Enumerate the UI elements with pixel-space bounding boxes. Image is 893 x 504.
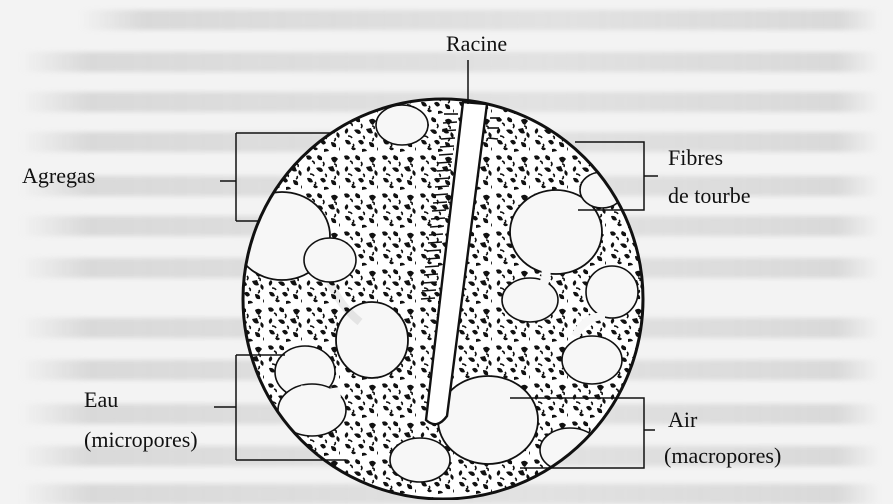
label-peat-fibers-line2: de tourbe xyxy=(668,182,750,210)
macropore-air xyxy=(390,438,450,482)
macropore-air xyxy=(376,105,428,145)
label-peat-fibers-line1: Fibres xyxy=(668,144,723,172)
macropore-air xyxy=(562,336,622,384)
label-water-line1: Eau xyxy=(84,386,118,414)
label-root: Racine xyxy=(446,30,507,58)
macropore-air xyxy=(586,266,638,318)
macropore-air xyxy=(438,376,538,464)
macropore-air xyxy=(502,278,558,322)
label-aggregates: Agregas xyxy=(22,162,95,190)
macropore-air xyxy=(304,238,356,282)
label-air-line2: (macropores) xyxy=(664,442,781,470)
label-water-line2: (micropores) xyxy=(84,426,198,454)
label-air-line1: Air xyxy=(668,406,697,434)
